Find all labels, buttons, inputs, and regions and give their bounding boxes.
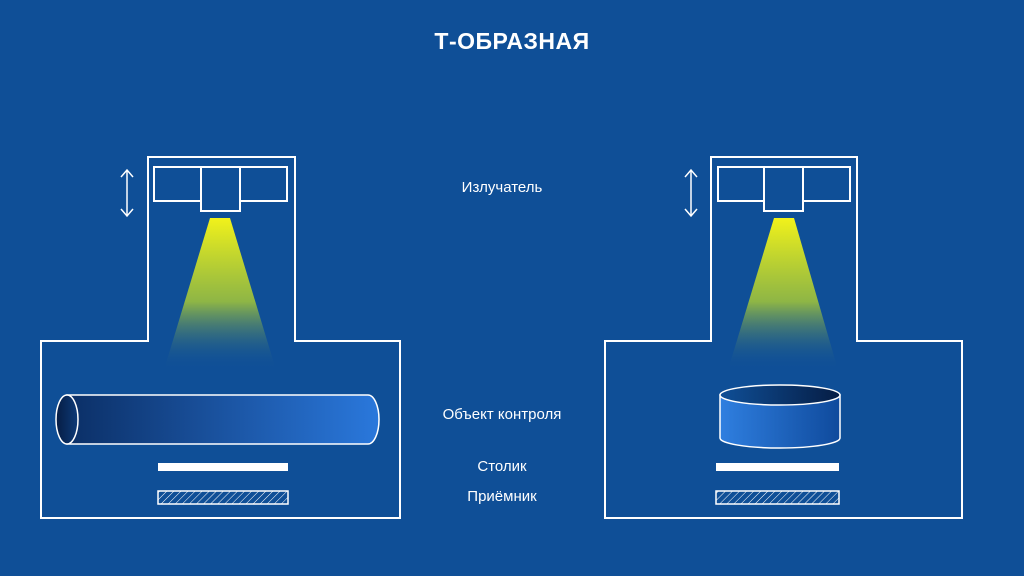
emitter-label: Излучатель <box>461 179 543 196</box>
left-emitter <box>153 166 288 212</box>
left-object-tube <box>55 394 380 445</box>
left-table <box>158 463 288 471</box>
right-table <box>716 463 839 471</box>
object-label: Объект контроля <box>442 406 562 423</box>
left-scanner <box>40 156 401 519</box>
right-housing-outline <box>604 156 963 519</box>
right-receiver <box>715 490 840 505</box>
left-beam <box>164 218 276 370</box>
right-object-disk <box>719 384 841 449</box>
right-beam <box>728 218 838 370</box>
left-receiver <box>157 490 289 505</box>
left-double-vertical-arrow-icon <box>120 168 134 218</box>
receiver-label: Приёмник <box>467 488 537 505</box>
page-title: Т-ОБРАЗНАЯ <box>434 28 590 54</box>
table-label: Столик <box>477 458 527 475</box>
left-housing-outline <box>40 156 401 519</box>
right-emitter <box>717 166 851 212</box>
right-double-vertical-arrow-icon <box>684 168 698 218</box>
right-scanner <box>604 156 963 519</box>
